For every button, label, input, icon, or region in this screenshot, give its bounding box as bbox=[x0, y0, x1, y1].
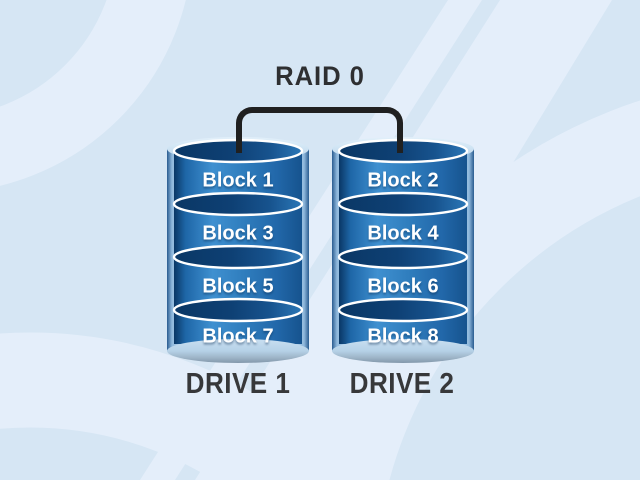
block-rim bbox=[337, 297, 469, 323]
block-rim bbox=[172, 297, 304, 323]
block-rim bbox=[337, 244, 469, 270]
block-label: Block 3 bbox=[202, 223, 273, 245]
drive2-cylinder-icon: Block 2 Block 4 Block 6 Block 8 bbox=[332, 137, 474, 363]
block-rim bbox=[172, 244, 304, 270]
drive-bottom bbox=[332, 339, 474, 363]
block-label: Block 4 bbox=[367, 223, 439, 245]
drive-bottom bbox=[167, 339, 309, 363]
raid-connector-bracket bbox=[236, 107, 403, 153]
block-label: Block 8 bbox=[367, 326, 438, 348]
drive1-label: DRIVE 1 bbox=[185, 368, 291, 400]
block-label: Block 2 bbox=[367, 170, 438, 192]
block-label: Block 1 bbox=[202, 170, 273, 192]
block-label: Block 7 bbox=[202, 326, 273, 348]
background-arc bbox=[0, 332, 360, 480]
block-label: Block 6 bbox=[367, 276, 438, 298]
diagram-title: RAID 0 bbox=[275, 61, 365, 91]
drive2-label: DRIVE 2 bbox=[349, 368, 455, 400]
drive1-cylinder-icon: Block 1 Block 3 Block 5 Block 7 bbox=[167, 137, 309, 363]
block-rim bbox=[172, 191, 304, 217]
block-label: Block 5 bbox=[202, 276, 273, 298]
block-rim bbox=[337, 138, 469, 164]
block-rim bbox=[337, 191, 469, 217]
